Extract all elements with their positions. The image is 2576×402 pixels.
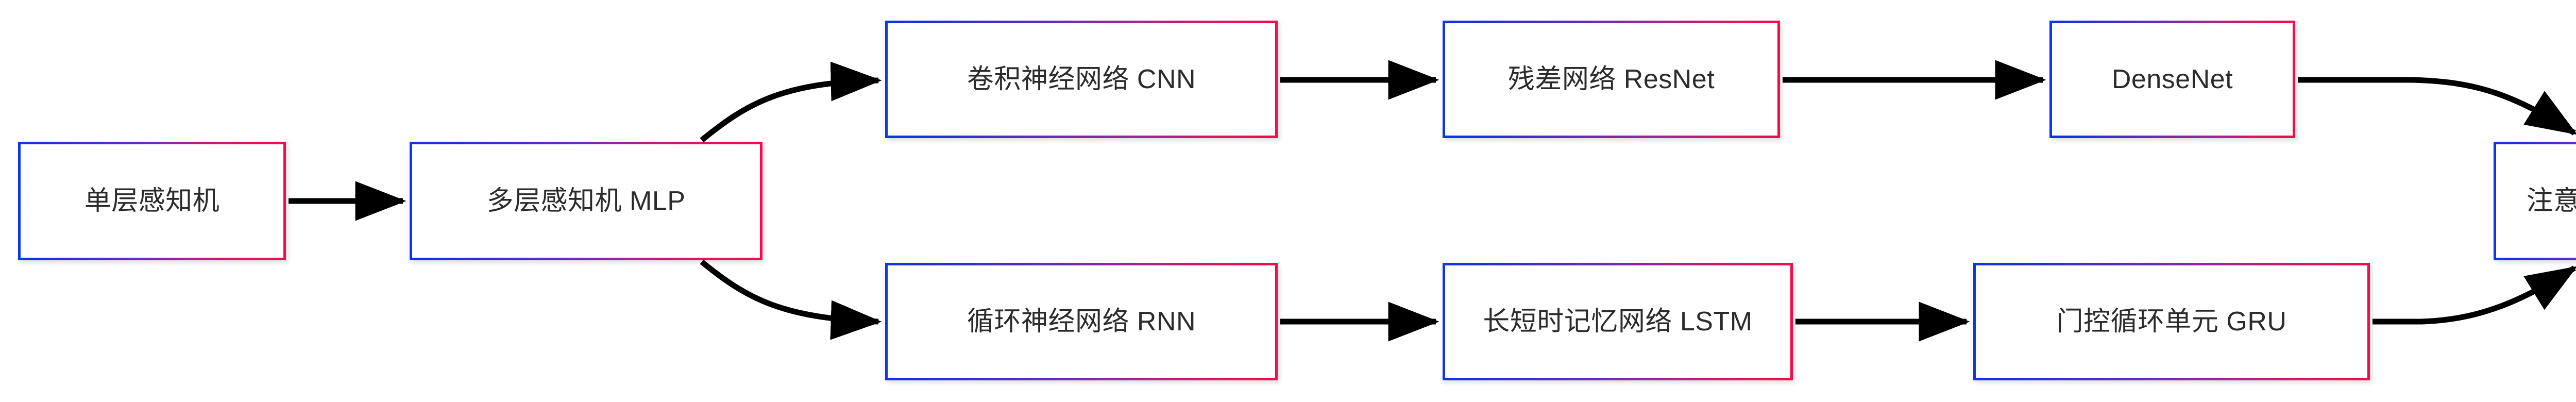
node-label: DenseNet — [2111, 64, 2233, 94]
node-label: 长短时记忆网络 LSTM — [1483, 307, 1753, 337]
node-rnn[interactable]: 循环神经网络 RNN — [885, 263, 1278, 380]
node-lstm[interactable]: 长短时记忆网络 LSTM — [1443, 263, 1793, 380]
node-attention-mechanism[interactable]: 注意力机制 — [2494, 142, 2576, 260]
node-gru[interactable]: 门控循环单元 GRU — [1973, 263, 2370, 380]
node-label: 单层感知机 — [84, 186, 220, 216]
edge-mlp-to-rnn — [700, 259, 882, 340]
edge-gru-to-attention — [2372, 265, 2576, 325]
node-single-layer-perceptron[interactable]: 单层感知机 — [18, 142, 286, 260]
node-cnn[interactable]: 卷积神经网络 CNN — [885, 21, 1278, 138]
node-label: 注意力机制 — [2526, 186, 2576, 216]
node-label: 门控循环单元 GRU — [2056, 307, 2287, 337]
node-label: 循环神经网络 RNN — [967, 307, 1196, 337]
node-resnet[interactable]: 残差网络 ResNet — [1443, 21, 1780, 138]
node-multi-layer-perceptron[interactable]: 多层感知机 MLP — [410, 142, 762, 260]
node-label: 卷积神经网络 CNN — [967, 64, 1196, 94]
node-label: 残差网络 ResNet — [1507, 64, 1715, 94]
edge-mlp-to-cnn — [700, 61, 882, 143]
node-densenet[interactable]: DenseNet — [2049, 21, 2295, 138]
node-label: 多层感知机 MLP — [486, 186, 686, 216]
edge-densenet-to-attention — [2298, 77, 2576, 136]
